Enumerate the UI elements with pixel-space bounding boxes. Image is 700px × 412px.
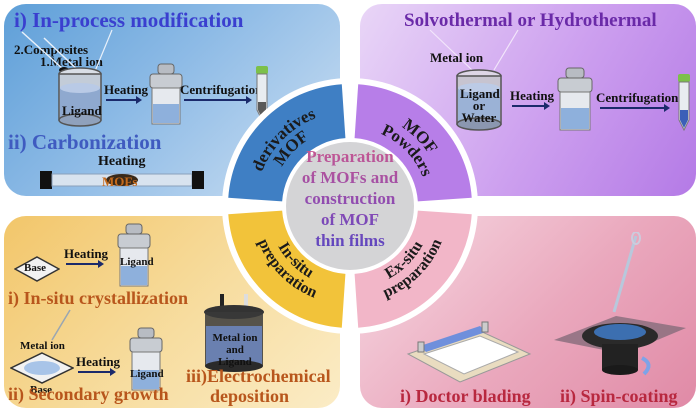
secondary-growth-title: ii) Secondary growth (8, 384, 169, 404)
centrifugation-label-tr: Centrifugation (596, 90, 679, 105)
heating-label-2: Heating (98, 154, 146, 169)
centrifugation-arrow (184, 96, 252, 104)
heating-arrow-bl-1 (66, 260, 104, 268)
heating-label-tr: Heating (510, 88, 555, 103)
pipette-lines-tr (429, 29, 519, 71)
spin-coater-icon (554, 232, 686, 376)
electrochemical-title: iii)Electrochemical (186, 366, 331, 386)
heating-label: Heating (104, 82, 149, 97)
center-line-1: Preparation (306, 147, 394, 166)
solvothermal-hydrothermal-title: Solvothermal or Hydrothermal (404, 10, 657, 31)
carbonization-title: ii) Carbonization (8, 130, 162, 154)
autoclave-icon-tr (557, 67, 593, 131)
mofs-label: MOFs (102, 174, 138, 189)
base-label-2: Base (30, 384, 52, 396)
beaker-line-ligand: Ligand (460, 86, 500, 101)
metal-ion-label-tr: Metal ion (430, 50, 484, 65)
centrifugation-arrow-tr (600, 104, 670, 112)
ring-segment-mof-powders (354, 84, 472, 202)
heating-arrow-tr (512, 102, 550, 110)
heating-label-bl-1: Heating (64, 246, 109, 261)
base-label-1: Base (24, 262, 46, 274)
center-line-3: construction (304, 189, 396, 208)
centrifugation-label: Centrifugation (180, 82, 263, 97)
center-line-5: thin films (315, 231, 385, 250)
cell-line-ligand: Ligand (218, 356, 252, 368)
beaker-contents-label: Ligand or Water (460, 86, 500, 125)
beaker-line-water: Water (461, 110, 497, 125)
ligand-label-bl-1: Ligand (120, 256, 154, 268)
spin-coating-title: ii) Spin-coating (560, 386, 678, 406)
centrifuge-tube-icon (256, 66, 268, 122)
heating-label-bl-2: Heating (76, 354, 121, 369)
center-line-4: of MOF (320, 210, 380, 229)
beaker-icon (58, 67, 102, 127)
tube-furnace-icon (40, 171, 204, 189)
in-process-modification-title: i) In-process modification (14, 8, 244, 32)
ring-segment-mof-derivatives (228, 84, 346, 202)
base-substrate-icon-2 (10, 352, 74, 384)
pipette-line-bl (51, 309, 71, 341)
autoclave-icon-bl-1 (117, 223, 151, 287)
metal-ion-label-bl: Metal ion (20, 340, 65, 352)
centrifuge-tube-icon-tr (678, 74, 690, 132)
beaker-line-or: or (472, 98, 486, 113)
cell-line-and: and (226, 344, 244, 356)
base-substrate-icon (14, 256, 60, 282)
ligand-label-bl-2: Ligand (130, 368, 164, 380)
doctor-blading-title: i) Doctor blading (400, 386, 531, 406)
deposition-title: deposition (210, 386, 290, 406)
ring-segment-ex-situ (354, 210, 472, 328)
cell-contents-label: Metal ion and Ligand (210, 332, 260, 368)
ligand-label: Ligand (62, 103, 102, 118)
cell-line-metal-ion: Metal ion (212, 332, 258, 344)
heating-arrow-bl-2 (78, 368, 116, 376)
electrochemical-cell-icon (204, 294, 264, 372)
heating-arrow (106, 96, 142, 104)
autoclave-icon (149, 63, 183, 125)
beaker-icon-tr (456, 69, 502, 131)
center-title: Preparation of MOFs and construction of … (290, 146, 410, 251)
in-situ-crystallization-title: i) In-situ crystallization (8, 288, 188, 308)
ring-segment-in-situ (228, 210, 346, 328)
doctor-blade-icon (406, 321, 532, 383)
center-line-2: of MOFs and (301, 168, 399, 187)
autoclave-icon-bl-2 (129, 327, 163, 391)
composites-label: 2.Composites (14, 42, 89, 57)
metal-ion-label: 1.Metal ion (40, 54, 103, 69)
center-circle (286, 142, 414, 270)
